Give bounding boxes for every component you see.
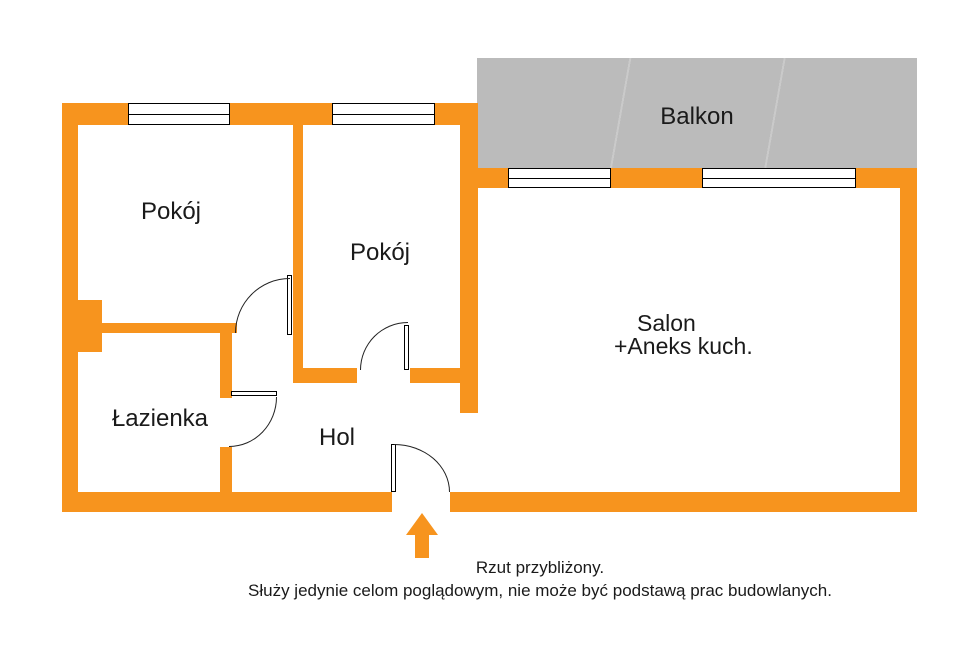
window-salon-left: [508, 168, 611, 188]
wall-right-outer: [900, 168, 917, 512]
wall-lazienka-top: [62, 323, 237, 333]
window-salon-right: [702, 168, 856, 188]
wall-lazienka-right-lower: [220, 447, 232, 492]
wall-lazienka-right-upper: [220, 333, 232, 398]
wall-pokoj2-bottom-left: [293, 368, 357, 383]
room-label-pokoj1: Pokój: [140, 198, 202, 225]
window-pokoj1: [128, 103, 230, 125]
disclaimer-line2: Służy jedynie celom poglądowym, nie może…: [248, 581, 832, 600]
room-label-salon: Salon +Aneks kuch.: [614, 312, 753, 358]
room-label-lazienka: Łazienka: [111, 405, 209, 432]
balcony-area: Balkon: [477, 58, 917, 168]
wall-bottom-outer-right: [450, 492, 917, 512]
room-label-pokoj2: Pokój: [349, 239, 411, 266]
door-swing-arc-pokoj2: [360, 322, 408, 370]
entrance-arrow-shape: [406, 513, 438, 558]
wall-bottom-outer-left: [62, 492, 392, 512]
disclaimer-text: Rzut przybliżony. Służy jedynie celom po…: [248, 556, 832, 602]
door-swing-arc-pokoj1: [235, 278, 290, 333]
window-pokoj2: [332, 103, 435, 125]
room-label-hol: Hol: [318, 424, 356, 451]
wall-pokoj2-bottom-right: [410, 368, 478, 383]
room-label-salon-line2: +Aneks kuch.: [614, 333, 753, 359]
room-label-balkon: Balkon: [660, 103, 734, 130]
entrance-arrow-icon: [406, 513, 438, 558]
door-swing-arc-entrance: [394, 444, 450, 492]
wall-pokoj2-salon: [460, 103, 478, 413]
room-label-salon-line1: Salon: [637, 310, 696, 336]
wall-pokoj1-pokoj2: [293, 125, 303, 383]
door-swing-arc-lazienka: [229, 397, 277, 447]
door-leaf-lazienka: [231, 391, 277, 396]
disclaimer-line1: Rzut przybliżony.: [475, 558, 605, 577]
